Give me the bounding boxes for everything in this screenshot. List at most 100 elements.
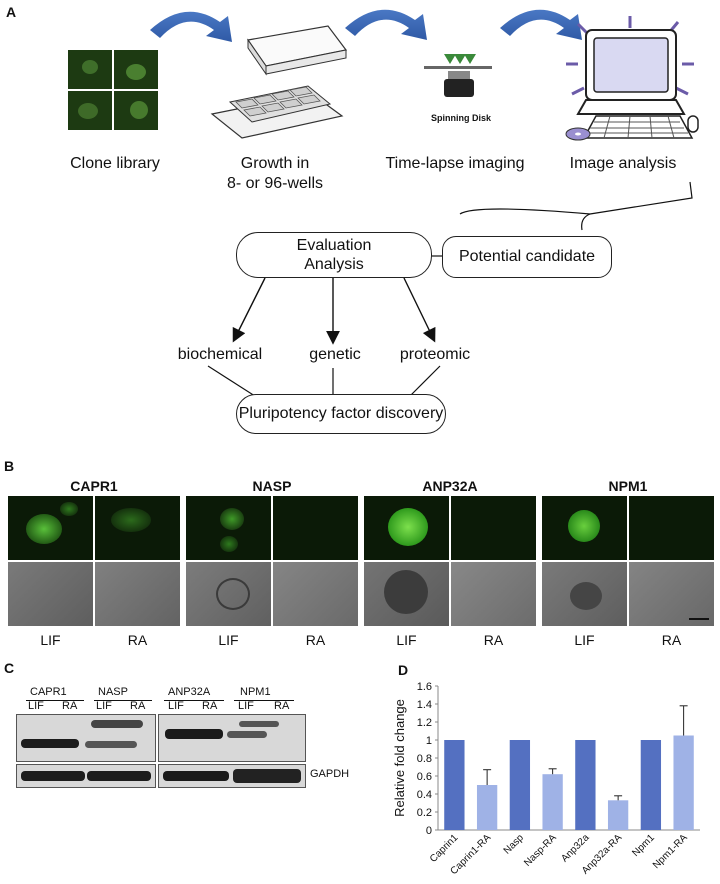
fluorescence-image-ra	[273, 496, 358, 560]
gapdh-blot	[16, 764, 156, 788]
condition-label-ra: RA	[483, 632, 504, 648]
gapdh-label: GAPDH	[310, 768, 350, 780]
panel-b-protein-npm1: NPM1	[608, 478, 648, 494]
condition-label-lif: LIF	[40, 632, 61, 648]
western-blot-upper	[16, 714, 156, 762]
condition-label-lif: LIF	[218, 632, 239, 648]
condition-label-ra: RA	[127, 632, 148, 648]
spinning-disk-microscope-icon	[424, 54, 492, 97]
panel-d-label: D	[398, 662, 409, 678]
wb-protein-anp32a: ANP32A	[168, 686, 211, 698]
analysis-label: Analysis	[304, 256, 364, 273]
condition-label-ra: RA	[661, 632, 682, 648]
x-tick-label: Nasp	[502, 832, 527, 857]
wb-protein-nasp: NASP	[98, 686, 128, 698]
condition-label-lif: LIF	[396, 632, 417, 648]
wb-lane-ra: RA	[62, 700, 78, 712]
bar	[476, 785, 498, 830]
y-tick-label: 0.6	[417, 771, 432, 783]
fluorescence-image-lif	[186, 496, 271, 560]
wb-protein-npm1: NPM1	[240, 686, 271, 698]
brightfield-image-lif	[542, 562, 627, 626]
step-label-image-analysis: Image analysis	[569, 155, 677, 172]
y-tick-label: 0.8	[417, 753, 432, 765]
wb-lane-ra: RA	[202, 700, 218, 712]
brightfield-image-ra	[451, 562, 536, 626]
evaluation-analysis-box: Evaluation Analysis	[236, 232, 432, 278]
brightfield-image-lif	[364, 562, 449, 626]
bar	[444, 740, 465, 830]
fluorescence-image-ra	[95, 496, 180, 560]
branch-genetic: genetic	[309, 346, 361, 363]
y-tick-label: 1	[426, 735, 432, 747]
branch-biochemical: biochemical	[177, 346, 263, 363]
curved-arrow-icon	[150, 11, 232, 42]
curved-arrow-icon	[345, 9, 427, 40]
y-axis-title: Relative fold change	[392, 699, 407, 817]
curved-arrow-icon	[500, 9, 582, 40]
x-tick-label: Npm1-RA	[651, 832, 690, 871]
panel-b-protein-capr1: CAPR1	[70, 478, 118, 494]
fluorescence-image-ra	[451, 496, 536, 560]
process-arrows	[150, 9, 582, 42]
x-tick-label: Anp32a	[559, 832, 591, 864]
y-tick-label: 0.2	[417, 807, 432, 819]
bar	[509, 740, 531, 830]
branch-proteomic: proteomic	[399, 346, 471, 363]
condition-label-ra: RA	[305, 632, 326, 648]
y-tick-label: 0	[426, 825, 432, 837]
potential-candidate-box: Potential candidate	[442, 236, 612, 278]
scale-bar	[689, 618, 709, 620]
bar	[575, 740, 596, 830]
panel-a-label: A	[6, 4, 17, 20]
flow-connectors	[207, 181, 693, 399]
condition-label-lif: LIF	[574, 632, 595, 648]
panel-b-protein-nasp: NASP	[252, 478, 292, 494]
wb-lane-ra: RA	[274, 700, 290, 712]
wb-lane-ra: RA	[130, 700, 146, 712]
fluorescence-image-ra	[629, 496, 714, 560]
spinning-disk-label: Spinning Disk	[430, 113, 491, 123]
fluorescence-image-lif	[542, 496, 627, 560]
clone-library-image	[68, 50, 158, 130]
panel-c-label: C	[4, 660, 15, 676]
y-tick-label: 1.2	[417, 717, 432, 729]
computer-icon	[565, 16, 699, 141]
brightfield-image-lif	[186, 562, 271, 626]
gapdh-blot	[158, 764, 306, 788]
y-tick-label: 0.4	[417, 789, 432, 801]
potential-candidate-label: Potential candidate	[458, 248, 596, 265]
wb-protein-capr1: CAPR1	[30, 686, 67, 698]
western-blot-upper	[158, 714, 306, 762]
brightfield-image-ra	[95, 562, 180, 626]
bar	[607, 800, 629, 830]
bar	[640, 740, 662, 830]
pluripotency-discovery-box: Pluripotency factor discovery	[236, 394, 446, 434]
step-label-growth: Growth in	[240, 155, 310, 172]
wb-lane-lif: LIF	[168, 700, 184, 712]
step-label-growth-detail: 8- or 96-wells	[226, 175, 324, 192]
x-tick-label: Nasp-RA	[522, 832, 559, 869]
brightfield-image-lif	[8, 562, 93, 626]
x-tick-label: Caprin1	[428, 832, 461, 865]
brightfield-image-ra	[629, 562, 714, 626]
step-label-time-lapse: Time-lapse imaging	[385, 155, 525, 172]
y-tick-label: 1.4	[417, 699, 432, 711]
well-plate-icon	[210, 25, 348, 139]
evaluation-label: Evaluation	[296, 237, 372, 254]
wb-lane-lif: LIF	[28, 700, 44, 712]
brightfield-image-ra	[273, 562, 358, 626]
wb-lane-lif: LIF	[96, 700, 112, 712]
step-label-clone-library: Clone library	[70, 155, 160, 172]
bar	[542, 774, 563, 830]
fluorescence-image-lif	[364, 496, 449, 560]
x-tick-label: Npm1	[630, 832, 657, 859]
bar	[673, 735, 694, 830]
panel-b-label: B	[4, 458, 15, 474]
fluorescence-image-lif	[8, 496, 93, 560]
pluripotency-discovery-label: Pluripotency factor discovery	[238, 405, 444, 422]
panel-b-protein-anp32a: ANP32A	[422, 478, 478, 494]
y-tick-label: 1.6	[417, 681, 432, 693]
wb-lane-lif: LIF	[238, 700, 254, 712]
